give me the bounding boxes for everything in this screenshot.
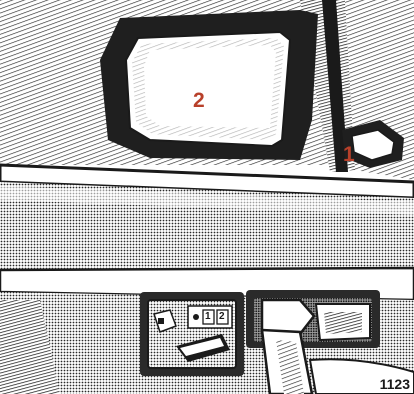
callout-2-label: 2 bbox=[193, 90, 205, 111]
switch-label-right: 2 bbox=[219, 312, 225, 322]
switch-label-left: 1 bbox=[205, 312, 211, 322]
indicator-dot bbox=[193, 314, 199, 320]
callout-1-label: 1 bbox=[343, 144, 355, 165]
figure-code: 1123 bbox=[380, 377, 410, 391]
